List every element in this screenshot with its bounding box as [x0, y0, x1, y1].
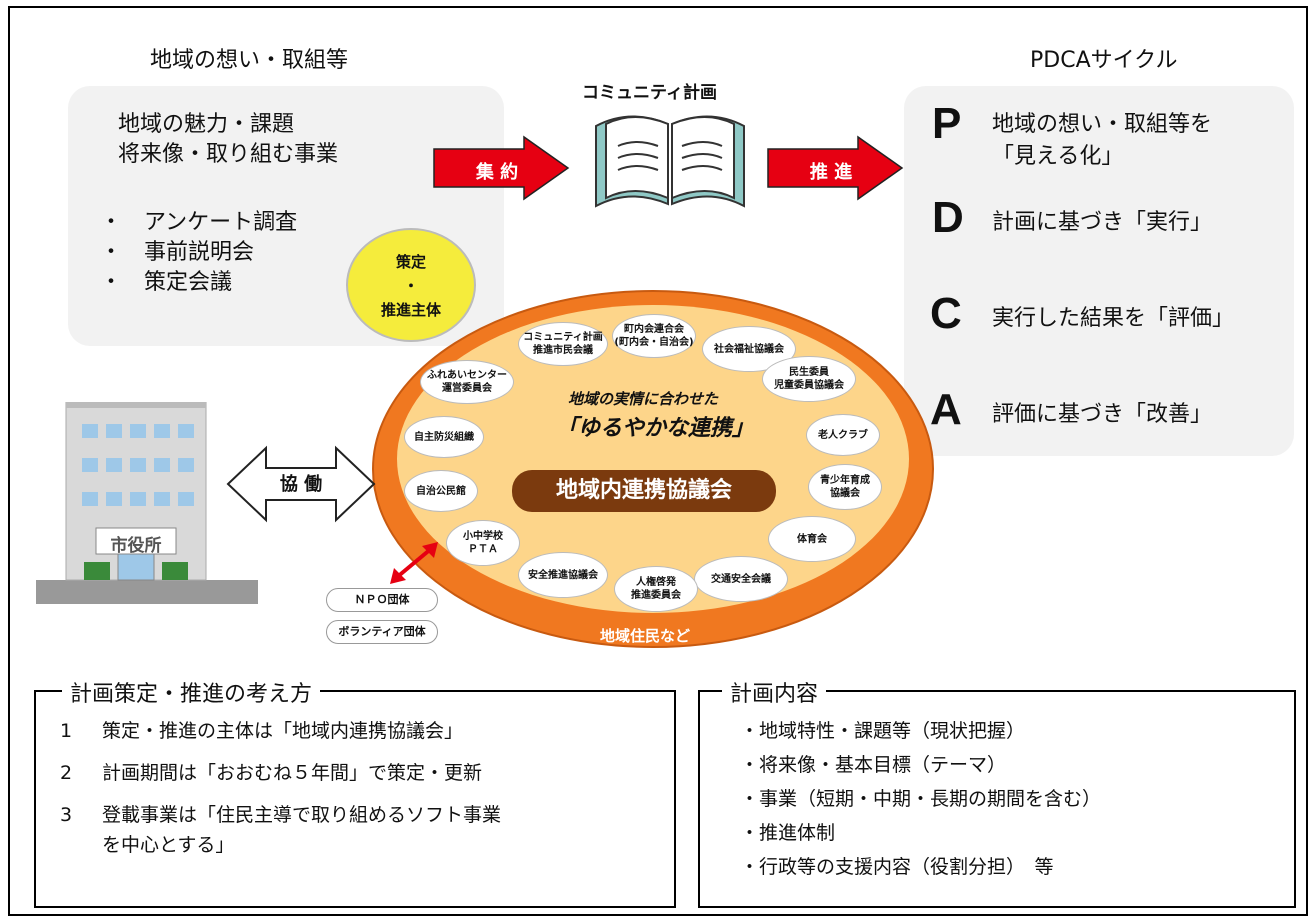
pdca-p-text2: 「見える化」	[992, 144, 1124, 169]
slogan-line2: 「ゆるやかな連携」	[556, 416, 755, 441]
contents-box	[698, 690, 1296, 908]
pdca-a-text: 評価に基づき「改善」	[992, 402, 1213, 427]
member-pta: 小中学校 ＰＴＡ	[446, 520, 520, 566]
badge-line1: 策定	[395, 253, 426, 271]
approach-num-3: 3	[60, 804, 73, 826]
contents-item-1: ・地域特性・課題等（現状把握）	[740, 720, 1026, 742]
approach-text-1: 策定・推進の主体は「地域内連携協議会」	[102, 720, 464, 742]
member-youth: 青少年育成 協議会	[808, 464, 882, 510]
approach-title: 計画策定・推進の考え方	[62, 676, 321, 708]
member-community-council: コミュニティ計画 推進市民会議	[518, 322, 608, 366]
member-sports: 体育会	[768, 516, 856, 562]
volunteer-pill: ボランティア団体	[326, 620, 438, 644]
council-center-label: 地域内連携協議会	[512, 470, 776, 512]
pdca-panel: P 地域の想い・取組等を 「見える化」 D 計画に基づき「実行」 C 実行した結…	[904, 86, 1294, 456]
book-icon	[595, 115, 745, 208]
ring-label: 地域住民など	[600, 627, 691, 645]
member-safety: 安全推進協議会	[518, 552, 608, 598]
kyodo-label: 協 働	[279, 474, 323, 495]
approach-num-2: 2	[60, 762, 73, 784]
badge-line2: ・	[403, 277, 419, 295]
outer-frame	[8, 6, 1308, 916]
pdca-heading: PDCAサイクル	[1030, 48, 1178, 73]
approach-num-1: 1	[60, 720, 73, 742]
slogan-line1: 地域の実情に合わせた	[568, 390, 719, 408]
npo-pill: ＮＰＯ団体	[326, 588, 438, 612]
arrow-suishin-label: 推 進	[809, 162, 853, 183]
left-panel-heading: 地域の想い・取組等	[150, 48, 349, 73]
approach-text-2: 計画期間は「おおむね５年間」で策定・更新	[102, 762, 483, 784]
contents-item-5: ・行政等の支援内容（役割分担） 等	[740, 856, 1054, 878]
pdca-letter-p: P	[932, 99, 962, 148]
member-fureai: ふれあいセンター 運営委員会	[420, 360, 514, 404]
arrow-suishin	[767, 135, 904, 201]
pdca-letter-a: A	[930, 385, 962, 434]
member-elderly-club: 老人クラブ	[806, 414, 880, 456]
pdca-letter-c: C	[930, 289, 962, 338]
npo-double-arrow	[390, 542, 438, 584]
left-panel-line1: 地域の魅力・課題	[118, 112, 295, 137]
member-kominkan: 自治公民館	[404, 470, 478, 512]
bullet-meeting: ・ 策定会議	[100, 270, 233, 295]
left-panel-line2: 将来像・取り組む事業	[118, 142, 339, 167]
approach-box	[34, 690, 676, 908]
city-hall-label: 市役所	[110, 536, 162, 556]
city-hall-icon	[36, 402, 258, 604]
approach-text-3-cont: を中心とする」	[102, 834, 235, 856]
member-chonaikai: 町内会連合会 (町内会・自治会)	[612, 314, 696, 358]
pdca-letter-d: D	[932, 193, 964, 242]
bullet-survey: ・ アンケート調査	[100, 210, 298, 235]
member-minsei: 民生委員 児童委員協議会	[762, 356, 856, 402]
badge-line3: 推進主体	[380, 301, 441, 319]
pdca-p-text1: 地域の想い・取組等を	[992, 112, 1213, 137]
member-disaster: 自主防災組織	[404, 416, 484, 458]
member-human-rights: 人権啓発 推進委員会	[614, 566, 698, 612]
pdca-c-text: 実行した結果を「評価」	[992, 306, 1235, 331]
contents-item-3: ・事業（短期・中期・長期の期間を含む）	[740, 788, 1102, 810]
pdca-d-text: 計画に基づき「実行」	[992, 210, 1213, 235]
arrow-shuyaku	[433, 135, 570, 201]
badge-suishin-shutai: 策定 ・ 推進主体	[346, 228, 476, 342]
arrow-shuyaku-label: 集 約	[475, 162, 519, 183]
plan-title: コミュニティ計画	[582, 83, 717, 103]
bullet-briefing: ・ 事前説明会	[100, 240, 255, 265]
approach-text-3: 登載事業は「住民主導で取り組めるソフト事業	[102, 804, 502, 826]
contents-item-4: ・推進体制	[740, 822, 836, 844]
contents-item-2: ・将来像・基本目標（テーマ）	[740, 754, 1007, 776]
contents-title: 計画内容	[722, 676, 827, 708]
kyodo-double-arrow	[226, 445, 376, 523]
member-traffic-safety: 交通安全会議	[694, 556, 788, 602]
